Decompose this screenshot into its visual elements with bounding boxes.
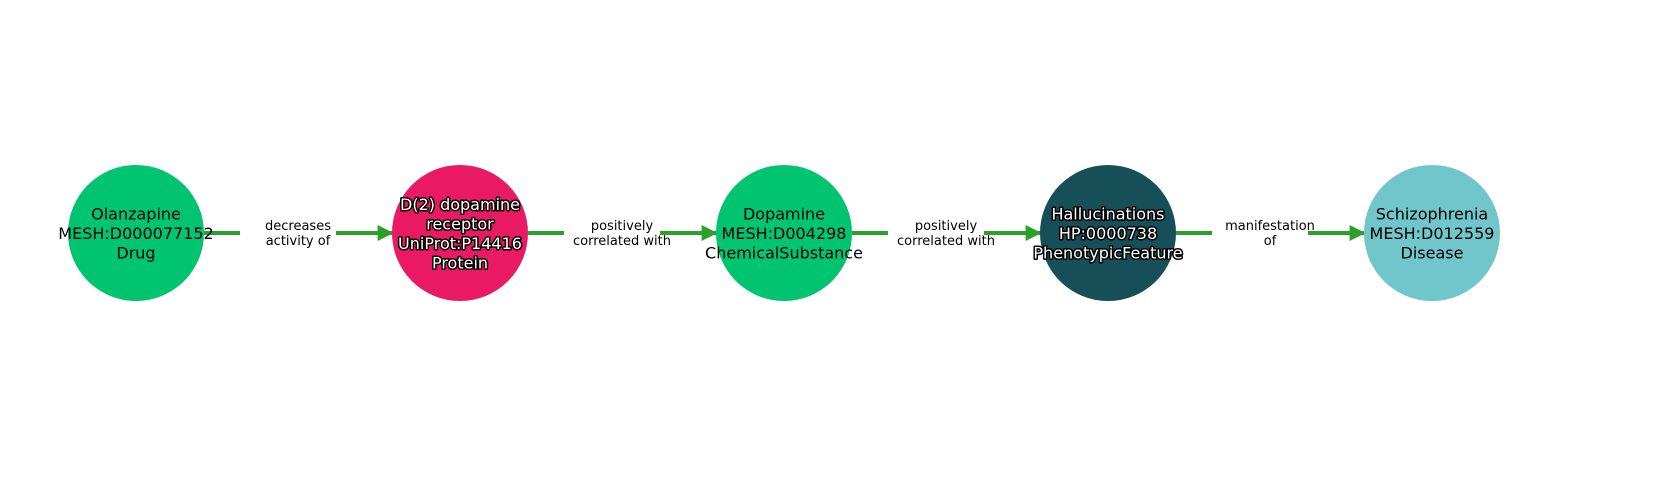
edge-label: activity of	[266, 234, 331, 249]
node-circle[interactable]	[1364, 165, 1500, 301]
edge-label: manifestation	[1225, 219, 1315, 234]
node-label: Protein	[432, 253, 488, 272]
node-label: Hallucinations	[1051, 205, 1164, 224]
edge-label: of	[1264, 234, 1277, 249]
edge-label: correlated with	[573, 234, 671, 249]
node-label: MESH:D004298	[722, 224, 847, 243]
node-label: Olanzapine	[91, 205, 181, 224]
edge-label: correlated with	[897, 234, 995, 249]
node-label: Disease	[1401, 244, 1464, 263]
node-label: Drug	[116, 244, 155, 263]
edge-label: positively	[591, 219, 654, 234]
node-label: Dopamine	[743, 205, 825, 224]
node-label: MESH:D000077152	[58, 224, 213, 243]
node-label: HP:0000738	[1059, 224, 1157, 243]
node-circle[interactable]	[716, 165, 852, 301]
edge-label: positively	[915, 219, 978, 234]
node-label: MESH:D012559	[1370, 224, 1495, 243]
node-circle[interactable]	[1040, 165, 1176, 301]
node[interactable]: HallucinationsHP:0000738PhenotypicFeatur…	[1032, 165, 1184, 301]
node-circle[interactable]	[392, 165, 528, 301]
node-label: Schizophrenia	[1376, 205, 1488, 224]
node-label: receptor	[426, 214, 494, 233]
node-label: ChemicalSubstance	[705, 244, 863, 263]
node-label: PhenotypicFeature	[1033, 244, 1182, 263]
node-label: UniProt:P14416	[398, 234, 522, 253]
node[interactable]: D(2) dopaminereceptorUniProt:P14416Prote…	[392, 165, 528, 301]
node-label: D(2) dopamine	[400, 195, 520, 214]
edge-label: decreases	[265, 219, 331, 234]
node-circle[interactable]	[68, 165, 204, 301]
